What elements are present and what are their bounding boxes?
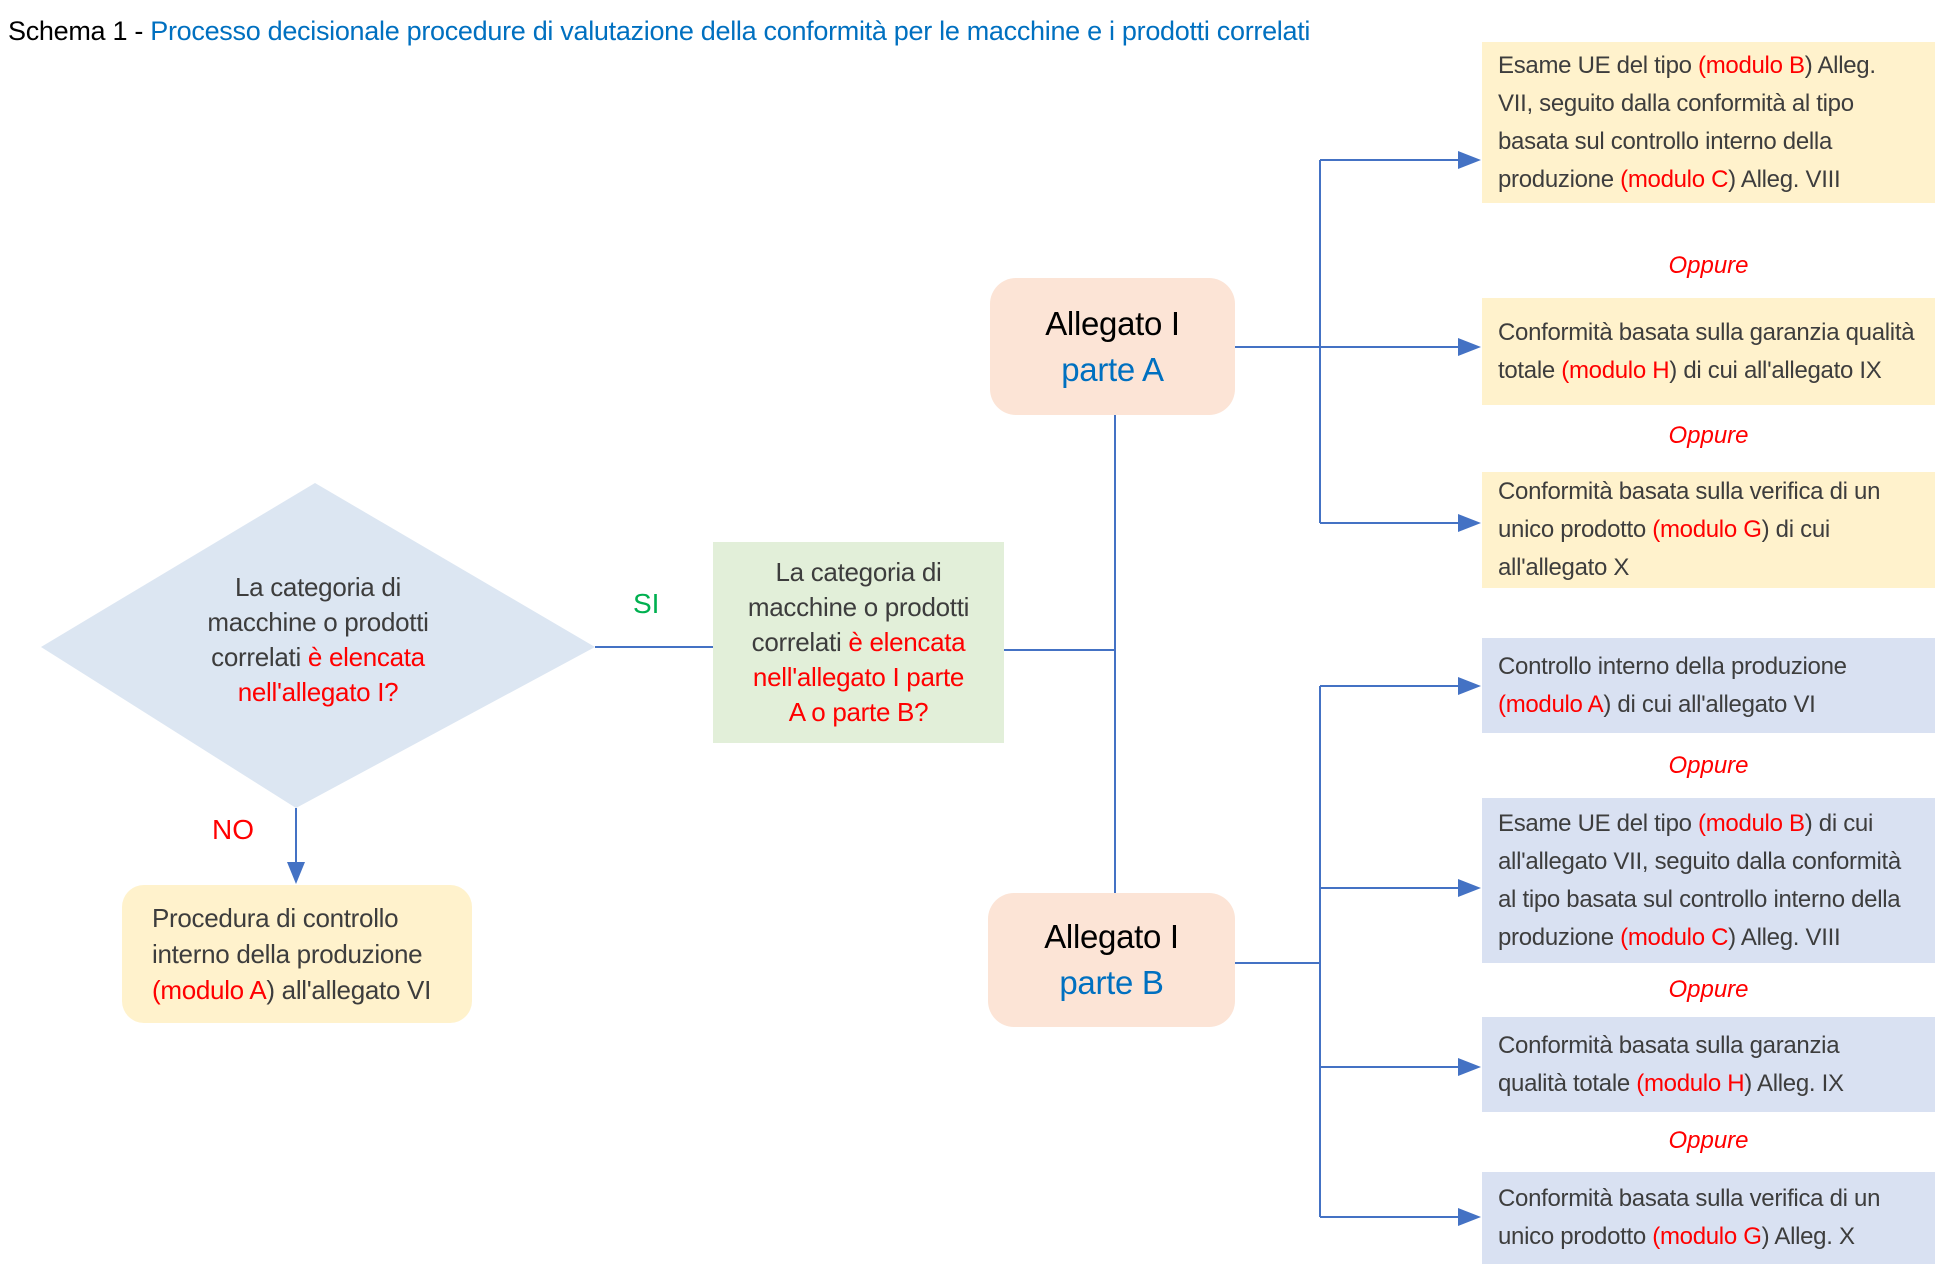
page-title-main: Processo decisionale procedure di valuta… <box>150 16 1311 46</box>
arrowhead-icon <box>1458 677 1481 695</box>
si-label: SI <box>633 588 660 619</box>
decision-diamond <box>41 483 595 808</box>
option-box-b1-text: Controllo interno della produzione(modul… <box>1498 652 1847 718</box>
oppure-label: Oppure <box>1668 752 1749 779</box>
arrowhead-icon <box>1458 1058 1481 1076</box>
oppure-label: Oppure <box>1668 422 1749 449</box>
allegato-b-line1: Allegato I <box>1044 918 1179 955</box>
arrowhead-icon <box>1458 514 1481 532</box>
arrowhead-icon <box>287 862 305 884</box>
option-box-a2-text: Conformità basata sulla garanzia qualità… <box>1498 318 1915 384</box>
arrowhead-icon <box>1458 1208 1481 1226</box>
allegato-parte-b-box: Allegato I parte B <box>988 893 1235 1027</box>
arrowhead-icon <box>1458 879 1481 897</box>
oppure-label: Oppure <box>1668 976 1749 1003</box>
no-label: NO <box>212 814 254 845</box>
allegato-a-line1: Allegato I <box>1045 304 1180 342</box>
oppure-label: Oppure <box>1668 1127 1749 1154</box>
arrowhead-icon <box>1458 338 1481 356</box>
option-box-a2: Conformità basata sulla garanzia qualità… <box>1482 298 1935 405</box>
option-box-a1-text: Esame UE del tipo (modulo B) Alleg.VII, … <box>1498 51 1876 193</box>
page-title: Schema 1 - Processo decisionale procedur… <box>8 16 1310 47</box>
allegato-a-line2: parte A <box>1061 350 1164 388</box>
allegato-b-line2: parte B <box>1059 964 1164 1001</box>
option-box-a1: Esame UE del tipo (modulo B) Alleg.VII, … <box>1482 42 1935 203</box>
page-title-prefix: Schema 1 - <box>8 16 151 46</box>
allegato-parte-a-box: Allegato I parte A <box>990 278 1235 415</box>
arrowhead-icon <box>1458 151 1481 169</box>
oppure-label: Oppure <box>1668 252 1749 279</box>
option-box-b1: Controllo interno della produzione(modul… <box>1482 638 1935 733</box>
